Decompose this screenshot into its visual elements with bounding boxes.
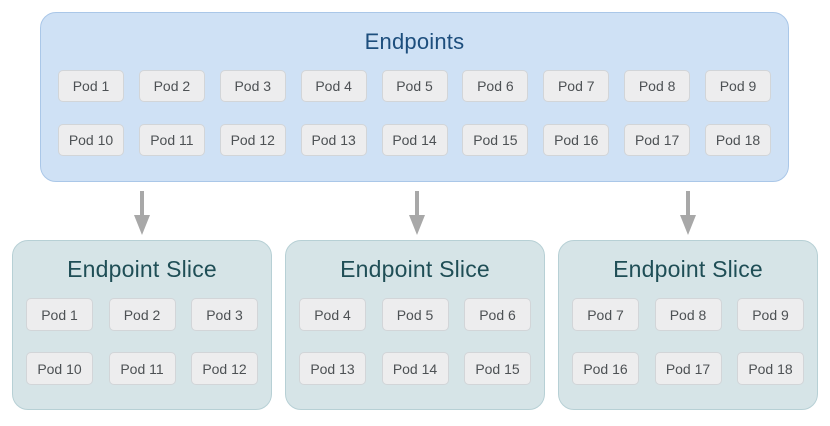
- pod-chip: Pod 17: [624, 124, 691, 156]
- pod-chip: Pod 10: [58, 124, 124, 156]
- pod-chip: Pod 5: [381, 298, 449, 331]
- pod-chip: Pod 12: [191, 352, 258, 385]
- slice1-pod-row-1: Pod 1 Pod 2 Pod 3: [26, 298, 258, 331]
- endpoint-slice-title: Endpoint Slice: [67, 256, 217, 282]
- pod-chip: Pod 9: [705, 70, 771, 102]
- endpoints-pod-row-1: Pod 1 Pod 2 Pod 3 Pod 4 Pod 5 Pod 6 Pod 7 Pod 8…: [58, 70, 771, 102]
- pod-chip: Pod 1: [58, 70, 124, 102]
- pod-chip: Pod 13: [299, 352, 366, 385]
- pod-chip: Pod 12: [219, 124, 286, 156]
- pod-chip: Pod 17: [654, 352, 722, 385]
- arrow-tail: [415, 191, 419, 215]
- pod-chip: Pod 4: [299, 298, 366, 331]
- pod-chip: Pod 14: [381, 124, 448, 156]
- pod-chip: Pod 2: [108, 298, 176, 331]
- slice2-pod-row-1: Pod 4 Pod 5 Pod 6: [299, 298, 531, 331]
- pod-chip: Pod 11: [138, 124, 205, 156]
- down-arrow-1: [134, 191, 150, 235]
- pod-chip: Pod 8: [654, 298, 722, 331]
- endpoints-title: Endpoints: [364, 29, 465, 54]
- pod-chip: Pod 6: [464, 298, 531, 331]
- arrow-head-icon: [680, 215, 696, 235]
- pod-chip: Pod 18: [737, 352, 804, 385]
- arrow-head-icon: [134, 215, 150, 235]
- slice3-pod-row-2: Pod 16 Pod 17 Pod 18: [572, 352, 804, 385]
- pod-chip: Pod 7: [572, 298, 639, 331]
- arrow-head-icon: [409, 215, 425, 235]
- down-arrow-3: [680, 191, 696, 235]
- pod-chip: Pod 2: [138, 70, 205, 102]
- pod-chip: Pod 3: [219, 70, 286, 102]
- pod-chip: Pod 1: [26, 298, 93, 331]
- slice3-pod-row-1: Pod 7 Pod 8 Pod 9: [572, 298, 804, 331]
- pod-chip: Pod 10: [26, 352, 93, 385]
- down-arrow-2: [409, 191, 425, 235]
- pod-chip: Pod 6: [462, 70, 529, 102]
- endpoints-box: Endpoints Pod 1 Pod 2 Pod 3 Pod 4 Pod 5 Pod 6…: [40, 12, 789, 182]
- endpoint-slice-title: Endpoint Slice: [340, 256, 490, 282]
- pod-chip: Pod 11: [108, 352, 176, 385]
- pod-chip: Pod 9: [737, 298, 804, 331]
- pod-chip: Pod 15: [462, 124, 529, 156]
- pod-chip: Pod 5: [381, 70, 448, 102]
- arrow-tail: [140, 191, 144, 215]
- pod-chip: Pod 14: [381, 352, 449, 385]
- pod-chip: Pod 13: [300, 124, 367, 156]
- slice2-pod-row-2: Pod 13 Pod 14 Pod 15: [299, 352, 531, 385]
- slice1-pod-row-2: Pod 10 Pod 11 Pod 12: [26, 352, 258, 385]
- endpoints-pod-row-2: Pod 10 Pod 11 Pod 12 Pod 13 Pod 14 Pod 15 Pod …: [58, 124, 771, 156]
- pod-chip: Pod 3: [191, 298, 258, 331]
- endpoint-slice-title: Endpoint Slice: [613, 256, 763, 282]
- pod-chip: Pod 8: [624, 70, 691, 102]
- pod-chip: Pod 7: [543, 70, 610, 102]
- pod-chip: Pod 15: [464, 352, 531, 385]
- pod-chip: Pod 16: [543, 124, 610, 156]
- pod-chip: Pod 16: [572, 352, 639, 385]
- pod-chip: Pod 18: [705, 124, 771, 156]
- pod-chip: Pod 4: [300, 70, 367, 102]
- arrow-tail: [686, 191, 690, 215]
